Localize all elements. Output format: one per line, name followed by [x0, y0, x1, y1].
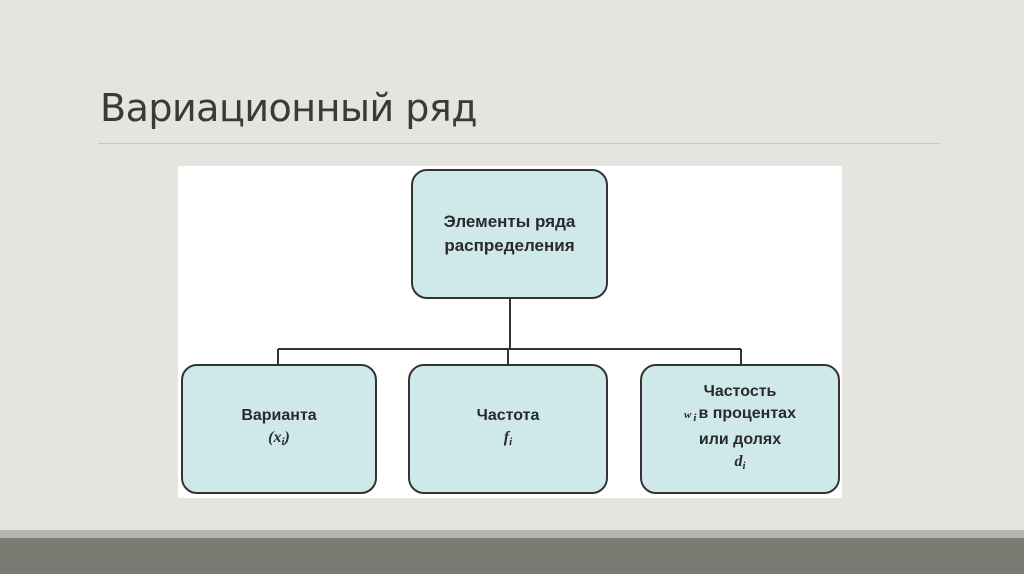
node-frequency-label: Частота — [476, 407, 540, 424]
node-variant-symbol: (xi) — [268, 427, 290, 453]
node-variant-label: Варианта — [241, 407, 317, 424]
symbol-f-sub: i — [509, 436, 513, 448]
node-relative-frequency-symbol: di — [734, 451, 745, 477]
node-frequency-symbol: fi — [504, 427, 512, 453]
line2-text: в процентах — [698, 405, 796, 422]
symbol-x-sub: i — [281, 436, 285, 448]
symbol-w: w — [684, 409, 692, 421]
title-divider — [98, 143, 940, 144]
node-variant: Варианта (xi) — [181, 364, 377, 494]
root-node-line2: распределения — [444, 236, 575, 255]
symbol-d: d — [734, 453, 743, 470]
symbol-w-sub: i — [693, 412, 697, 424]
node-relative-frequency-label: Частость — [703, 383, 777, 400]
symbol-d-sub: i — [742, 460, 746, 472]
symbol-close-paren: ) — [284, 429, 290, 446]
symbol-f: f — [503, 429, 510, 446]
node-relative-frequency-line3: или долях — [698, 431, 782, 448]
root-node: Элементы ряда распределения — [411, 169, 608, 299]
node-frequency: Частота fi — [408, 364, 608, 494]
symbol-open-paren: ( — [268, 429, 274, 446]
symbol-x: x — [273, 429, 282, 446]
slide-title: Вариационный ряд — [100, 86, 478, 130]
hierarchy-diagram: Элементы ряда распределения Варианта (xi… — [178, 166, 842, 498]
connector-lines — [277, 299, 742, 365]
footer-bar — [0, 538, 1024, 574]
footer-accent-bar — [0, 530, 1024, 538]
root-node-line1: Элементы ряда — [443, 212, 576, 231]
